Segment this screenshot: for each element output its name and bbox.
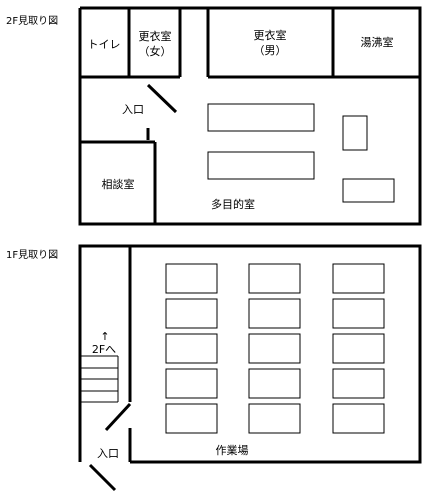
floor2-outer-wall (78, 6, 422, 226)
desk (332, 368, 385, 399)
desk (248, 333, 301, 364)
stairs (80, 355, 119, 403)
floor2-entrance-label: 入口 (122, 103, 144, 116)
desk (332, 298, 385, 329)
desk (165, 368, 218, 399)
room-label-toilet: トイレ (88, 38, 121, 51)
table (342, 178, 395, 203)
floor2-plan (78, 6, 422, 226)
desk (248, 298, 301, 329)
floor1-title: 1F見取り図 (6, 249, 58, 261)
floor1-inner-door (104, 402, 132, 432)
desk (165, 333, 218, 364)
desk-grid (165, 263, 385, 434)
desk (165, 263, 218, 294)
desk (248, 368, 301, 399)
floor1-entrance-door (88, 463, 117, 492)
desk (165, 298, 218, 329)
room-label-changing-women-sub: （女） (139, 44, 172, 58)
floor2-entrance-door (146, 83, 178, 114)
to-2f-arrow-icon: ↑ (100, 330, 109, 343)
table (342, 115, 368, 151)
to-2f-label: 2Fへ (92, 343, 116, 356)
table (207, 103, 315, 132)
table (207, 151, 315, 180)
room-label-kitchen: 湯沸室 (361, 35, 394, 49)
floor1-entrance-label: 入口 (97, 447, 119, 460)
room-label-changing-women: 更衣室 (139, 29, 172, 43)
room-label-consult: 相談室 (102, 177, 135, 191)
desk (332, 333, 385, 364)
floor1-plan (78, 244, 422, 492)
desk (332, 263, 385, 294)
floor1-outer-wall (78, 244, 422, 464)
desk (165, 403, 218, 434)
desk (332, 403, 385, 434)
desk (248, 403, 301, 434)
floor2-title: 2F見取り図 (6, 15, 58, 27)
room-label-workshop: 作業場 (216, 444, 249, 457)
room-label-changing-men: 更衣室 (254, 28, 287, 42)
room-label-multipurpose: 多目的室 (211, 197, 255, 211)
desk (248, 263, 301, 294)
room-label-changing-men-sub: （男） (254, 44, 287, 57)
